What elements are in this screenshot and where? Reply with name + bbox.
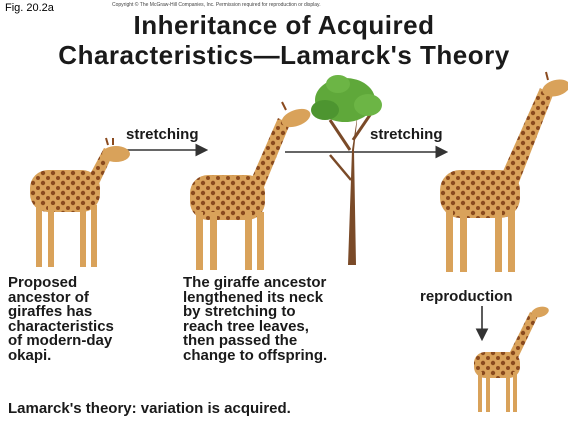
footer-caption: Lamarck's theory: variation is acquired. bbox=[8, 400, 291, 417]
giraffe-offspring bbox=[474, 305, 550, 412]
caption-lengthened-line: change to offspring. bbox=[183, 349, 327, 364]
giraffe-long-neck bbox=[440, 72, 568, 272]
giraffe-ancestor bbox=[30, 138, 130, 267]
giraffe-stretching bbox=[190, 102, 313, 270]
label-reproduction: reproduction bbox=[420, 288, 513, 305]
label-stretching-1: stretching bbox=[126, 126, 199, 143]
caption-lengthened: The giraffe ancestor lengthened its neck… bbox=[183, 276, 327, 364]
tree-illustration bbox=[311, 75, 382, 265]
label-stretching-2: stretching bbox=[370, 126, 443, 143]
caption-ancestor-line: okapi. bbox=[8, 349, 114, 364]
caption-ancestor: Proposed ancestor of giraffes has charac… bbox=[8, 276, 114, 364]
